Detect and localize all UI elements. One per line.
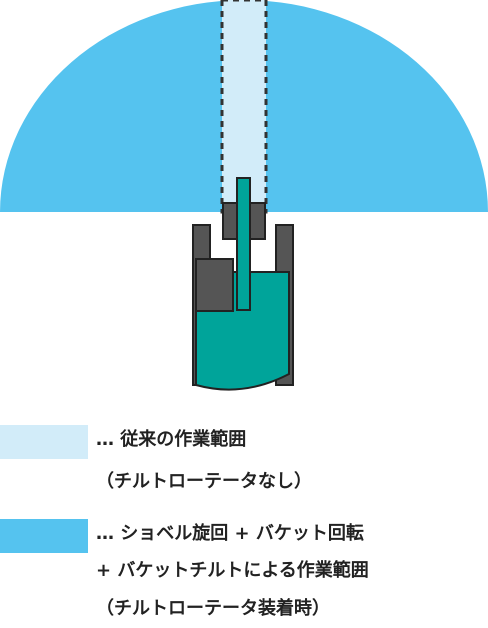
legend-label-tilt-rotator-note: （チルトローテータ装着時） — [96, 598, 330, 619]
tilt-shaft — [236, 177, 251, 311]
legend-label-tilt-rotator-cont: + バケットチルトによる作業範囲 — [96, 560, 369, 581]
legend-label-tilt-rotator: … ショベル旋回 + バケット回転 — [96, 523, 364, 544]
work-range-diagram — [0, 0, 488, 391]
legend-swatch-conventional — [0, 425, 88, 459]
legend-label-conventional-note: （チルトローテータなし） — [96, 471, 312, 492]
bucket-side-plate — [195, 258, 234, 312]
legend-swatch-tilt-rotator — [0, 519, 88, 553]
legend-label-conventional: … 従来の作業範囲 — [96, 429, 247, 450]
